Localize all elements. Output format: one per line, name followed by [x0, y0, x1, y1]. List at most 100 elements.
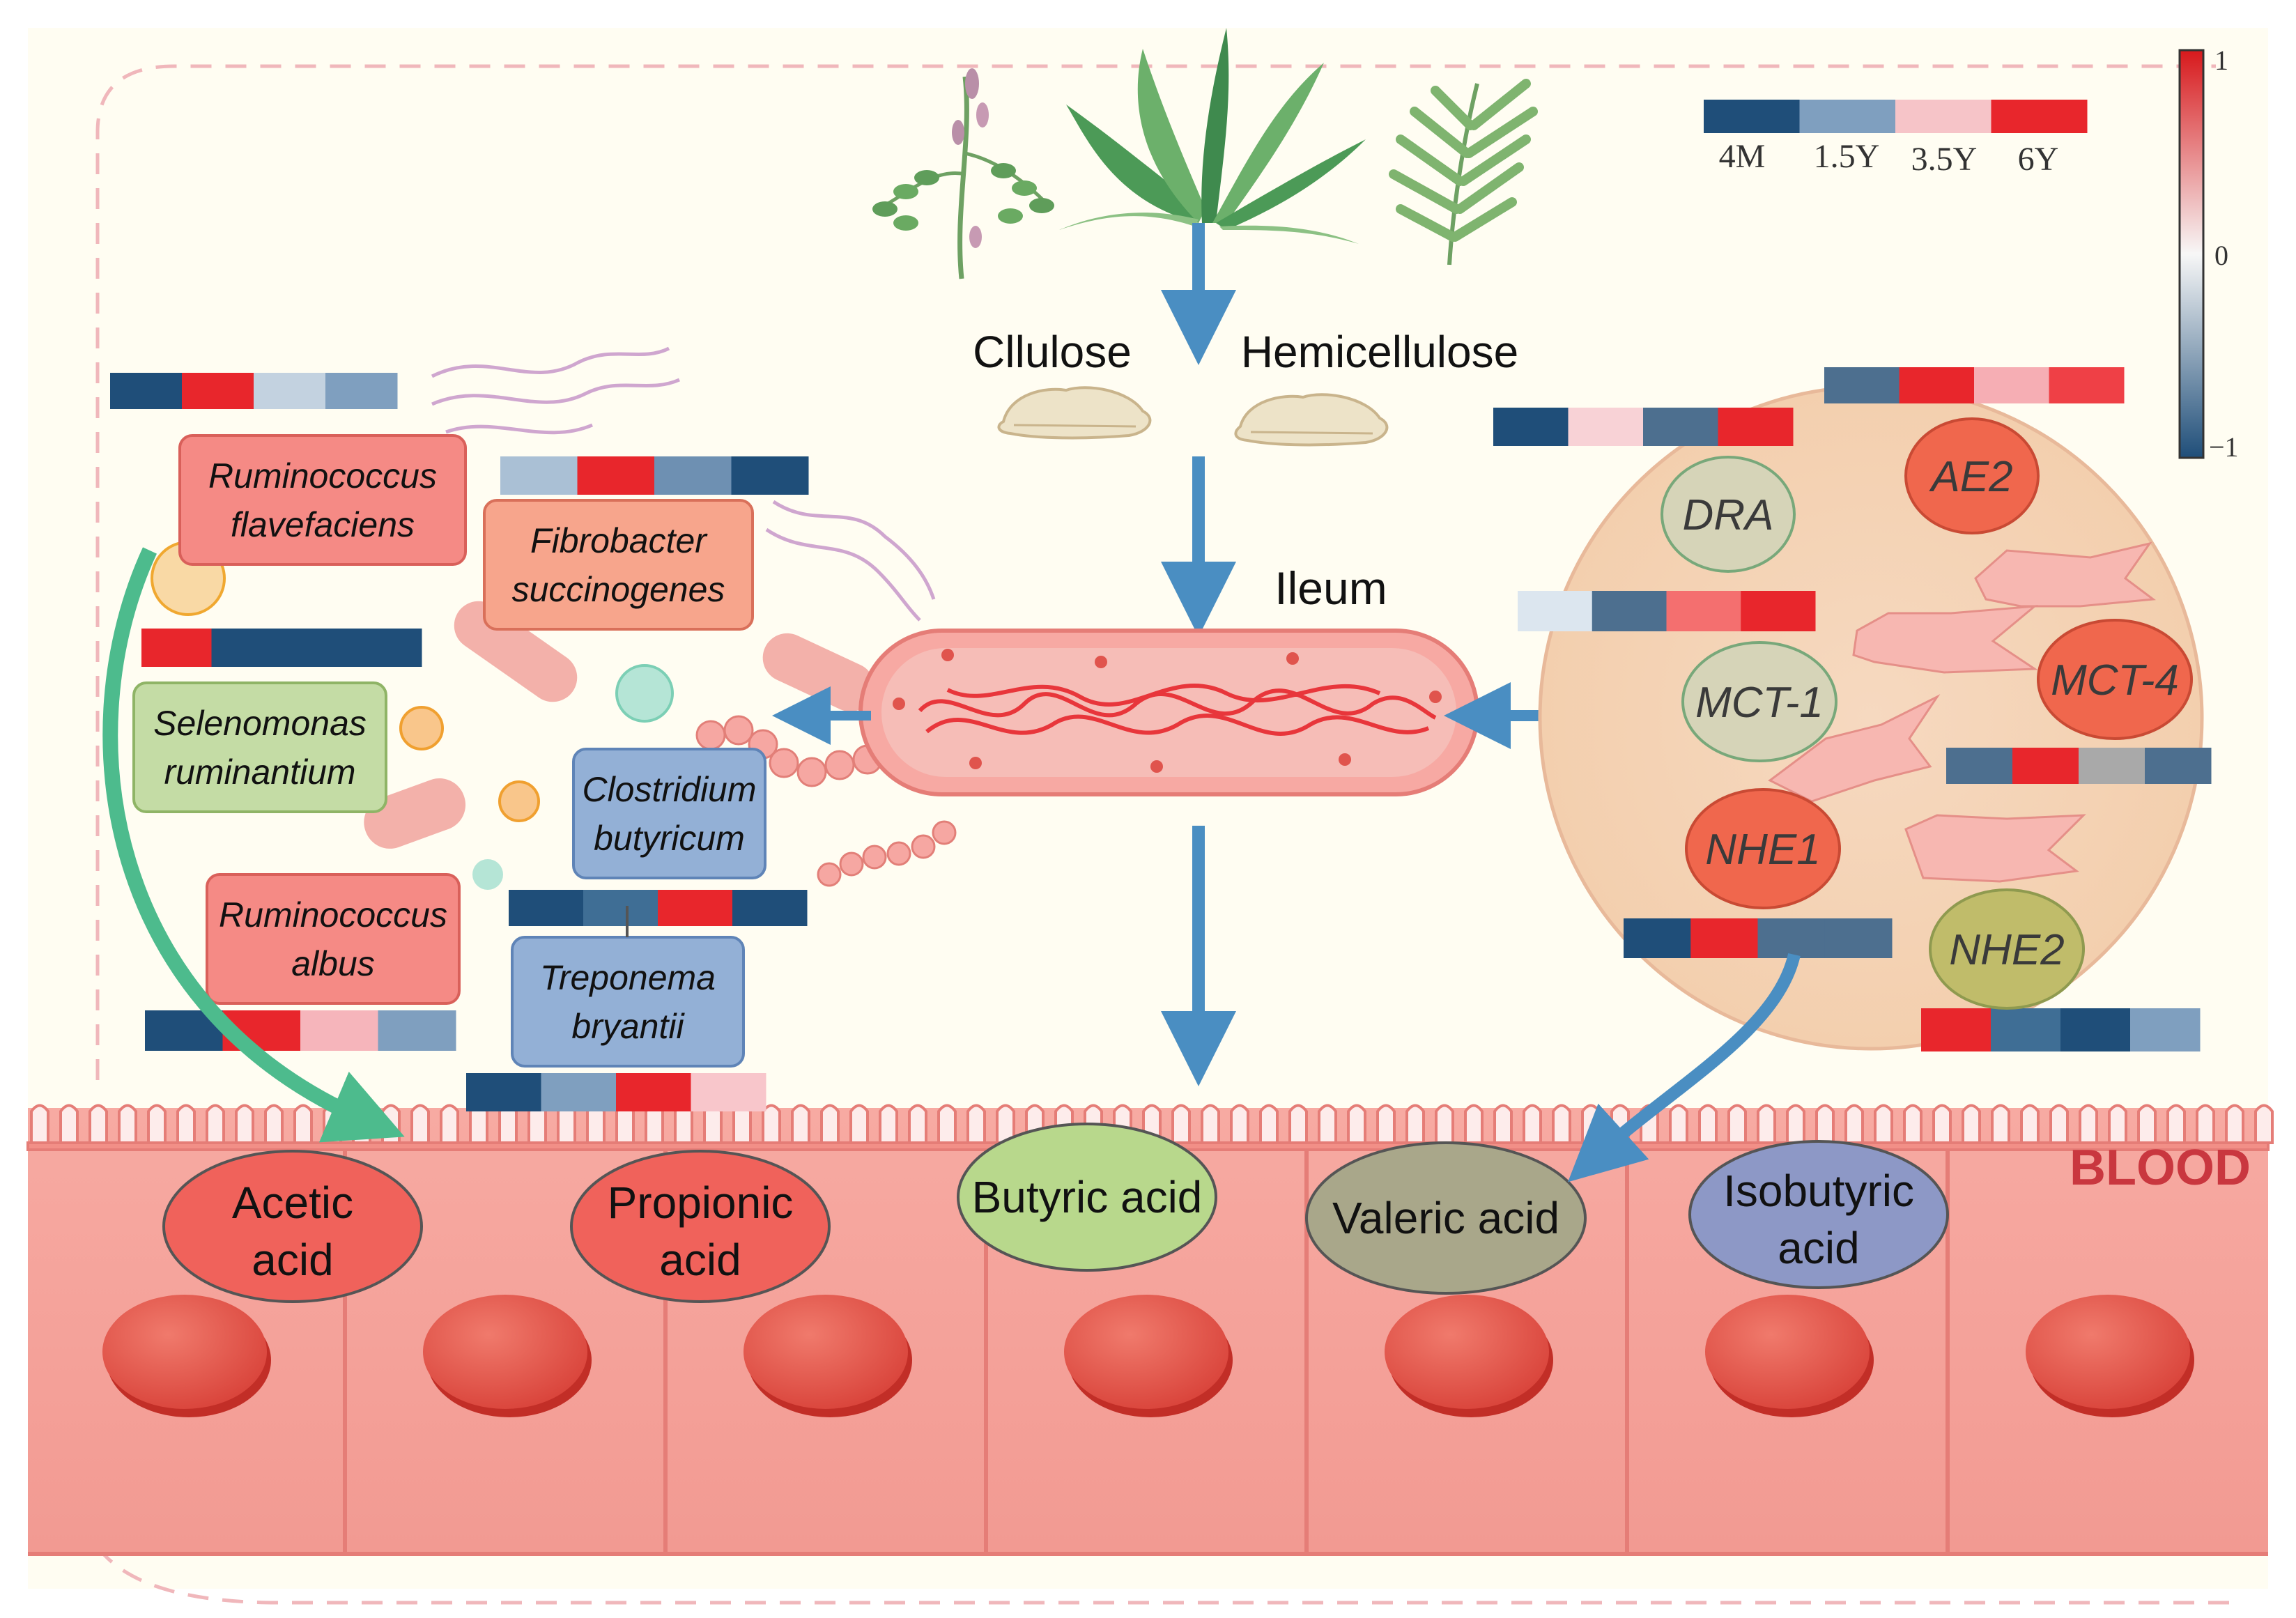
villus	[1288, 1104, 1308, 1144]
villus	[88, 1104, 108, 1144]
bacterium-icon-rod-3	[762, 633, 875, 712]
mct-1-heatmap-cell-3	[1666, 591, 1741, 631]
colorbar-mid-label: 0	[2214, 240, 2228, 271]
bacterium-icon-cocci-2	[399, 706, 444, 750]
villus	[1932, 1104, 1952, 1144]
acetic-acid-label-line2: acid	[252, 1235, 333, 1285]
villus	[2254, 1104, 2274, 1144]
bacterium-icon-cocci-green	[615, 664, 674, 723]
blood-label: BLOOD	[2070, 1140, 2251, 1196]
nhe1-ellipse	[1685, 788, 1841, 909]
fibrobacter-succinogenes-heatmap-cell-1	[500, 456, 578, 495]
nucleus	[102, 1295, 267, 1409]
fibrobacter-succinogenes-label-line2: succinogenes	[512, 570, 725, 609]
valeric-acid-label: Valeric acid	[1332, 1193, 1559, 1243]
ruminococcus-flavefaciens-heatmap-cell-2	[182, 373, 254, 409]
dashed-boundary	[95, 64, 2216, 1080]
villus	[908, 1104, 927, 1144]
villus	[206, 1104, 225, 1144]
dra-heatmap-cell-4	[1718, 408, 1794, 446]
mct-1-ellipse	[1681, 641, 1837, 762]
treponema-bryantii-label-line1: Treponema	[540, 958, 716, 997]
propionic-acid-label-line2: acid	[659, 1235, 741, 1285]
time-legend	[1704, 100, 2088, 133]
nhe2-heatmap-cell-2	[1991, 1008, 2061, 1051]
ruminococcus-albus-label-line1: Ruminococcus	[219, 895, 447, 934]
dra-heatmap	[1493, 408, 1794, 446]
villus	[2166, 1104, 2186, 1144]
villus	[1552, 1104, 1571, 1144]
villus	[1962, 1104, 1981, 1144]
selenomonas-ruminantium-heatmap	[141, 629, 422, 667]
plant-icon-legume	[872, 68, 1054, 279]
villus	[1581, 1104, 1601, 1144]
selenomonas-ruminantium-heatmap-cell-4	[351, 629, 422, 667]
legend-label-1-5y: 1.5Y	[1814, 138, 1880, 175]
mct-4-heatmap-cell-1	[1946, 748, 2013, 784]
villus	[118, 1104, 137, 1144]
ruminococcus-flavefaciens-heatmap-cell-3	[254, 373, 326, 409]
ae2-heatmap-cell-4	[2049, 367, 2125, 403]
nucleus	[1385, 1295, 1549, 1409]
ae2-label: AE2	[1928, 453, 2012, 501]
ileum-label: Ileum	[1274, 562, 1387, 614]
fibrobacter-succinogenes-box	[483, 499, 754, 631]
nhe2-heatmap	[1921, 1008, 2201, 1051]
nhe1-heatmap-cell-1	[1624, 918, 1691, 958]
ruminococcus-flavefaciens-label-line2: flavefaciens	[231, 505, 415, 544]
nhe2-ellipse	[1929, 888, 2085, 1010]
treponema-bryantii-heatmap-cell-3	[616, 1073, 691, 1111]
clostridium-butyricum-label-line2: butyricum	[594, 819, 745, 858]
mct-4-heatmap	[1946, 748, 2212, 784]
villus	[1347, 1104, 1366, 1144]
ae2-heatmap-cell-3	[1974, 367, 2049, 403]
isobutyric-acid-label-line2: acid	[1778, 1223, 1859, 1273]
ruminococcus-albus-heatmap-cell-3	[300, 1010, 378, 1051]
villus	[2020, 1104, 2040, 1144]
villus	[1991, 1104, 2010, 1144]
treponema-bryantii-label-line2: bryantii	[571, 1007, 685, 1046]
villus	[59, 1104, 79, 1144]
mct-4-label: MCT-4	[2051, 656, 2179, 704]
treponema-bryantii-heatmap-cell-1	[466, 1073, 541, 1111]
mct-4-heatmap-cell-2	[2012, 748, 2079, 784]
ruminococcus-albus-label-line2: albus	[291, 944, 375, 983]
villus	[966, 1104, 986, 1144]
legend-label-3-5y: 3.5Y	[1911, 141, 1978, 178]
mct-1-heatmap-cell-2	[1592, 591, 1667, 631]
legend-swatch-cell-4	[1991, 100, 2088, 133]
nhe1-label: NHE1	[1705, 826, 1820, 874]
nucleus	[423, 1295, 587, 1409]
legend-label-6y: 6Y	[2018, 141, 2059, 178]
villus	[1464, 1104, 1484, 1144]
acetic-acid-ellipse	[162, 1150, 423, 1303]
mct-1-label: MCT-1	[1695, 679, 1824, 727]
villus	[235, 1104, 254, 1144]
fibrobacter-succinogenes-heatmap	[500, 456, 809, 495]
nucleus	[2026, 1295, 2190, 1409]
villus	[1523, 1104, 1542, 1144]
acetic-acid-label-line1: Acetic	[232, 1178, 353, 1228]
colorbar-max-label: 1	[2214, 45, 2228, 76]
mct-4-heatmap-cell-3	[2079, 748, 2145, 784]
ruminococcus-flavefaciens-heatmap-cell-1	[110, 373, 183, 409]
ruminococcus-albus-heatmap	[145, 1010, 456, 1051]
villus	[1230, 1104, 1249, 1144]
fibrobacter-succinogenes-heatmap-cell-4	[731, 456, 809, 495]
treponema-bryantii-heatmap-cell-4	[691, 1073, 766, 1111]
villus	[1259, 1104, 1279, 1144]
time-legend-labels: 4M 1.5Y 3.5Y 6Y	[1719, 138, 2059, 178]
villus	[791, 1104, 810, 1144]
nhe1-heatmap-cell-3	[1757, 918, 1826, 958]
villus	[1903, 1104, 1923, 1144]
butyric-acid-ellipse	[957, 1123, 1217, 1272]
villus	[293, 1104, 313, 1144]
villus	[2079, 1104, 2098, 1144]
selenomonas-ruminantium-label-line2: ruminantium	[164, 753, 355, 792]
dra-heatmap-cell-3	[1643, 408, 1718, 446]
valeric-acid-ellipse	[1305, 1141, 1587, 1295]
villus	[381, 1104, 401, 1144]
